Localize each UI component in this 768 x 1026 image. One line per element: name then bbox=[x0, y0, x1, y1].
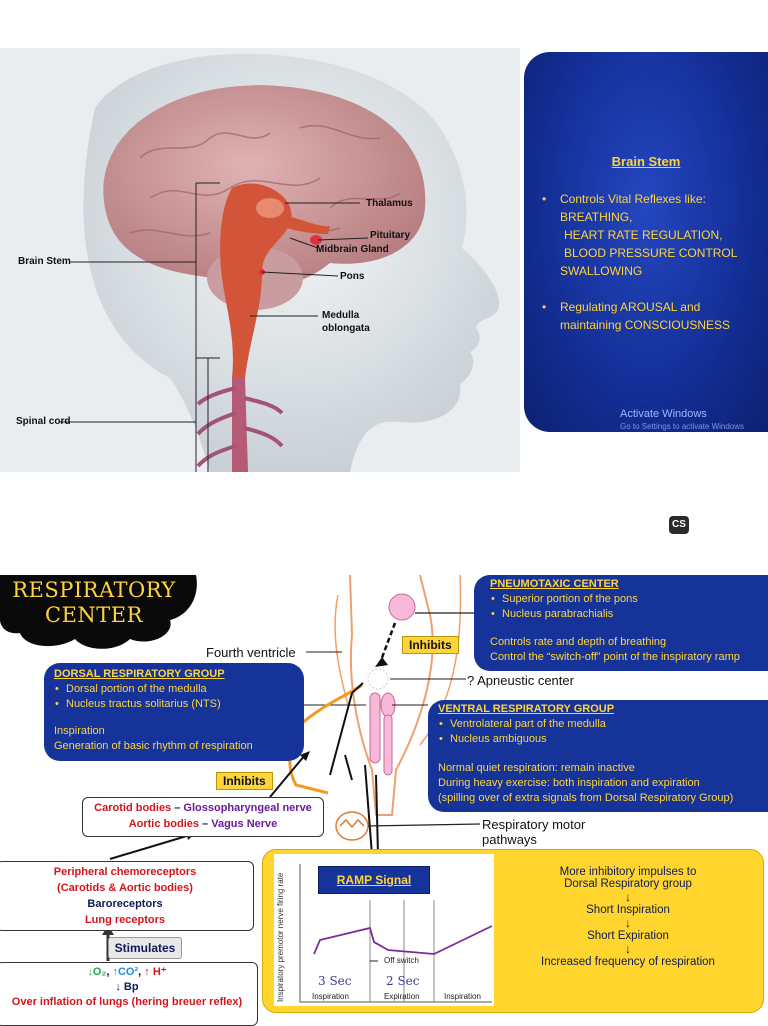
brain-stem-title: Brain Stem bbox=[611, 154, 681, 169]
cs-badge: CS bbox=[669, 516, 689, 534]
pneumotaxic-center-box: PNEUMOTAXIC CENTER Superior portion of t… bbox=[474, 575, 768, 671]
respiratory-center-title: RESPIRATORY CENTER bbox=[12, 578, 176, 627]
sec-2-label: 2 Sec bbox=[386, 974, 420, 988]
inhibits-badge-top: Inhibits bbox=[402, 636, 459, 654]
ventral-desc3: (spilling over of extra signals from Dor… bbox=[438, 792, 734, 804]
brain-illustration bbox=[60, 53, 500, 472]
dorsal-desc1: Inspiration bbox=[54, 725, 105, 737]
stimuli-box: ↓O₂, ↑CO², ↑ H⁺ ↓ Bp Over inflation of l… bbox=[0, 962, 258, 1026]
title-cloud bbox=[0, 575, 197, 649]
brain-stem-list: • Controls Vital Reflexes like: BREATHIN… bbox=[542, 190, 766, 334]
expiration-label: Expiration bbox=[384, 992, 420, 1001]
brain-anatomy-image: Thalamus Pituitary Midbrain Gland Pons M… bbox=[0, 48, 520, 472]
list-item: • Regulating AROUSAL and maintaining CON… bbox=[542, 300, 731, 332]
dorsal-title: DORSAL RESPIRATORY GROUP bbox=[54, 668, 225, 680]
brain-stem-info-box: Brain Stem • Controls Vital Reflexes lik… bbox=[524, 52, 768, 432]
stimulates-label: Stimulates bbox=[108, 937, 182, 959]
label-pons: Pons bbox=[340, 271, 365, 282]
list-item: Ventrolateral part of the medulla bbox=[438, 717, 768, 732]
inspiration-label-1: Inspiration bbox=[312, 992, 349, 1001]
list-item: Superior portion of the pons bbox=[490, 592, 768, 607]
list-item: Nucleus parabrachialis bbox=[490, 607, 768, 622]
label-spinal-cord: Spinal cord bbox=[16, 416, 71, 427]
brainstem-shape bbox=[220, 183, 292, 378]
label-oblongata: oblongata bbox=[322, 323, 370, 334]
ventral-respiratory-group-box: VENTRAL RESPIRATORY GROUP Ventrolateral … bbox=[428, 700, 768, 812]
label-thalamus: Thalamus bbox=[366, 198, 413, 209]
ramp-signal-line bbox=[313, 925, 493, 955]
off-switch-label: Off switch bbox=[384, 956, 419, 965]
ventral-desc2: During heavy exercise: both inspiration … bbox=[438, 777, 700, 789]
list-item: • Controls Vital Reflexes like: BREATHIN… bbox=[542, 192, 738, 278]
peripheral-receptors-box: Peripheral chemoreceptors (Carotids & Ao… bbox=[0, 861, 254, 931]
list-item: Dorsal portion of the medulla bbox=[54, 682, 304, 697]
activate-windows-subtext: Go to Settings to activate Windows bbox=[620, 422, 745, 431]
ramp-flow-text: More inhibitory impulses to Dorsal Respi… bbox=[508, 866, 748, 968]
down-arrow-icon: ↓ bbox=[625, 890, 631, 904]
list-item: Nucleus ambiguous bbox=[438, 732, 768, 747]
pneumotaxic-desc2: Control the “switch-off” point of the in… bbox=[490, 651, 740, 663]
pituitary-shape bbox=[310, 235, 322, 245]
ramp-graph bbox=[299, 864, 493, 1003]
down-arrow-icon: ↓ bbox=[625, 916, 631, 930]
fourth-ventricle-label: Fourth ventricle bbox=[206, 645, 296, 660]
inhibits-badge-left: Inhibits bbox=[216, 772, 273, 790]
bullet-icon: • bbox=[542, 300, 547, 314]
dorsal-desc2: Generation of basic rhythm of respiratio… bbox=[54, 740, 253, 752]
down-arrow-icon: ↓ bbox=[625, 942, 631, 956]
carotid-aortic-box: Carotid bodies – Glossopharyngeal nerve … bbox=[82, 797, 324, 837]
inspiration-label-2: Inspiration bbox=[444, 992, 481, 1001]
label-medulla: Medulla bbox=[322, 310, 360, 321]
respiratory-diagram-graphics bbox=[0, 575, 481, 961]
ramp-signal-title: RAMP Signal bbox=[318, 866, 430, 894]
dorsal-nucleus bbox=[369, 692, 381, 764]
apneustic-center-label: ? Apneustic center bbox=[467, 673, 574, 688]
label-pituitary: Pituitary bbox=[370, 230, 411, 241]
dorsal-respiratory-group-box: DORSAL RESPIRATORY GROUP Dorsal portion … bbox=[44, 663, 304, 761]
list-item: Nucleus tractus solitarius (NTS) bbox=[54, 697, 304, 712]
label-midbrain-gland: Midbrain Gland bbox=[316, 244, 389, 255]
pneumotaxic-title: PNEUMOTAXIC CENTER bbox=[490, 578, 619, 590]
label-brain-stem: Brain Stem bbox=[18, 256, 71, 267]
ventral-desc1: Normal quiet respiration: remain inactiv… bbox=[438, 762, 635, 774]
activate-windows-watermark: Activate Windows bbox=[620, 408, 707, 420]
bullet-icon: • bbox=[542, 192, 547, 206]
pneumotaxic-desc1: Controls rate and depth of breathing bbox=[490, 636, 667, 648]
ventral-title: VENTRAL RESPIRATORY GROUP bbox=[438, 703, 615, 715]
ramp-y-axis-label: Inspiratory premotor nerve firing rate bbox=[276, 872, 285, 1002]
pneumotaxic-node bbox=[388, 593, 416, 621]
respiratory-motor-label: Respiratory motor pathways bbox=[482, 817, 586, 847]
sec-3-label: 3 Sec bbox=[318, 974, 352, 988]
